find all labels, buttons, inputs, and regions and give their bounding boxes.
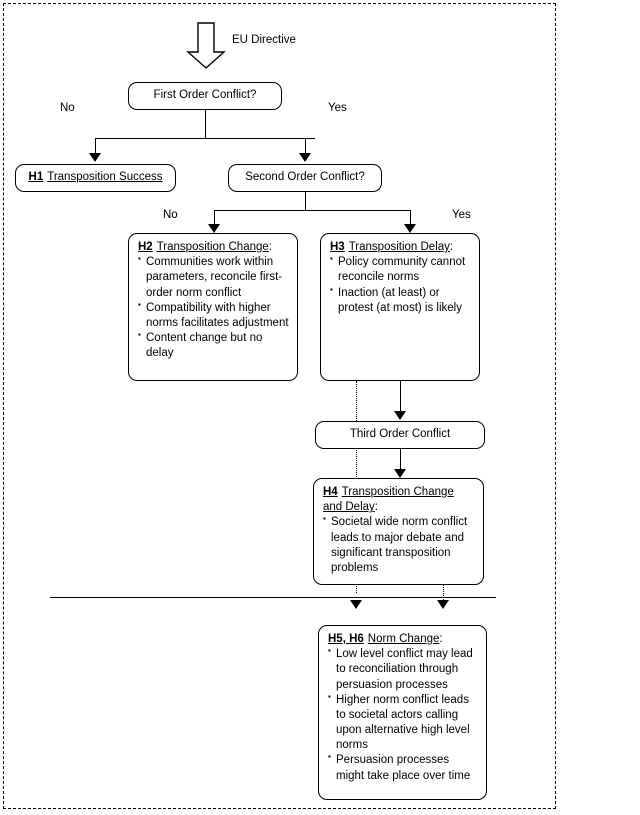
section-separator-line [50, 597, 496, 598]
node-h2-title-text: Transposition Change [156, 241, 269, 253]
node-h4-title-suffix: : [374, 501, 378, 514]
outer-dashed-border [3, 3, 556, 809]
node-h4-bullet-list: Societal wide norm conflict leads to maj… [323, 514, 475, 576]
connector-h3-to-third-order [400, 381, 401, 413]
list-item: Persuasion processes might take place ov… [328, 752, 478, 783]
node-h1-title-text: Transposition Success [47, 171, 163, 184]
list-item: Higher norm conflict leads to societal a… [328, 692, 478, 754]
arrowhead-to-h3-icon [404, 224, 416, 233]
arrowhead-to-h4-icon [394, 469, 406, 478]
edge-label-second-no: No [163, 209, 178, 221]
connector-to-second-order [305, 138, 306, 155]
list-item: Compatibility with higher norms facilita… [138, 300, 289, 331]
arrowhead-to-second-order-icon [299, 153, 311, 162]
list-item: Inaction (at least) or protest (at most)… [330, 285, 471, 316]
node-h2-hyp-id: H2 [138, 241, 153, 253]
connector-to-h1 [95, 138, 96, 155]
node-first-order-conflict-label: First Order Conflict? [153, 89, 257, 102]
node-h56-title-text: Norm Change [367, 633, 440, 645]
arrowhead-to-h1-icon [89, 153, 101, 162]
node-third-order-conflict[interactable]: Third Order Conflict [315, 421, 485, 449]
node-h4-title-text: Transposition Change and Delay [323, 486, 454, 514]
node-h3-title-text: Transposition Delay [348, 241, 450, 253]
list-item: Societal wide norm conflict leads to maj… [323, 514, 475, 576]
arrowhead-to-h2-icon [208, 224, 220, 233]
arrowhead-to-third-order-icon [394, 411, 406, 420]
list-item: Communities work within parameters, reco… [138, 254, 289, 301]
list-item: Policy community cannot reconcile norms [330, 254, 471, 285]
connector-to-h2 [214, 210, 215, 226]
list-item: Low level conflict may lead to reconcili… [328, 646, 478, 693]
node-h3-hyp-id: H3 [330, 241, 345, 253]
connector-first-order-stem [205, 110, 206, 138]
connector-third-order-to-h4 [400, 449, 401, 471]
node-h56-hyp-id: H5, H6 [328, 633, 364, 645]
node-h3-title-suffix: : [449, 241, 454, 253]
connector-second-order-stem [305, 192, 306, 210]
edge-label-first-yes: Yes [328, 102, 347, 114]
edge-label-first-no: No [60, 102, 75, 114]
eu-directive-label: EU Directive [232, 34, 296, 46]
connector-first-order-split [95, 138, 315, 139]
arrowhead-dotted-right-to-h56-icon [437, 600, 449, 609]
node-h3-bullet-list: Policy community cannot reconcile norms … [330, 254, 471, 316]
node-second-order-conflict-label: Second Order Conflict? [245, 171, 365, 184]
node-first-order-conflict[interactable]: First Order Conflict? [128, 82, 282, 110]
node-h56-bullet-list: Low level conflict may lead to reconcili… [328, 646, 478, 784]
node-h2-bullet-list: Communities work within parameters, reco… [138, 254, 289, 361]
edge-label-second-yes: Yes [452, 209, 471, 221]
connector-to-h3 [410, 210, 411, 226]
eu-directive-block-arrow-icon [186, 22, 226, 70]
connector-dotted-h4-to-h56 [443, 585, 444, 600]
node-h2-title-suffix: : [268, 241, 272, 253]
node-h1-hyp-id: H1 [28, 171, 44, 184]
node-third-order-conflict-label: Third Order Conflict [349, 428, 451, 441]
node-second-order-conflict[interactable]: Second Order Conflict? [228, 164, 382, 192]
list-item: Content change but no delay [138, 330, 289, 361]
arrowhead-dotted-left-to-h56-icon [350, 600, 362, 609]
node-h4-hyp-id: H4 [323, 486, 338, 498]
connector-second-order-split [214, 210, 410, 211]
node-h56-title-suffix: : [439, 633, 443, 645]
